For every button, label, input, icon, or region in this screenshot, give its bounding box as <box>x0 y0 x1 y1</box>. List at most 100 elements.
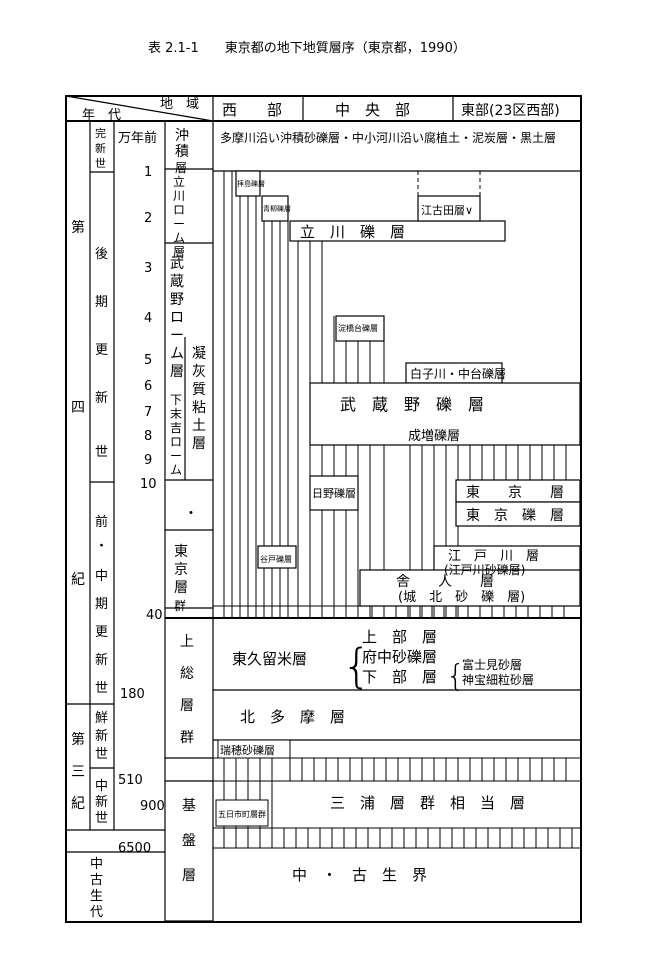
dashed-lines <box>417 171 481 196</box>
narimasu-gravel-label: 成増礫層 <box>408 428 460 444</box>
svg-text:下: 下 <box>170 393 182 407</box>
svg-text:沖: 沖 <box>175 128 189 144</box>
header-east: 東部(23区西部) <box>461 103 560 119</box>
svg-text:四: 四 <box>71 400 85 416</box>
table-frame <box>65 95 582 923</box>
svg-text:9: 9 <box>144 453 152 468</box>
bracket-left: { <box>342 639 371 693</box>
svg-text:180: 180 <box>120 687 145 702</box>
svg-text:ー: ー <box>170 449 182 463</box>
figure-title: 表 2.1-1 東京都の地下地質層序（東京都，1990） <box>148 40 466 56</box>
svg-text:世: 世 <box>95 157 106 170</box>
egota-layer-label: 江古田層∨ <box>421 204 473 217</box>
svg-text:灰: 灰 <box>192 364 206 380</box>
svg-text:層: 層 <box>173 245 185 259</box>
age-ticks: 1 2 3 4 5 6 7 8 9 10 40 180 510 900 6500 <box>118 165 165 856</box>
svg-text:更: 更 <box>95 625 108 640</box>
svg-text:層: 層 <box>180 698 194 714</box>
svg-text:世: 世 <box>95 747 108 762</box>
upper-label: 上 部 層 <box>362 628 437 646</box>
svg-text:凝: 凝 <box>192 346 206 362</box>
svg-text:新: 新 <box>95 141 106 155</box>
svg-text:世: 世 <box>95 445 108 460</box>
tick-row-1 <box>213 605 581 618</box>
svg-text:末: 末 <box>170 407 182 421</box>
svg-text:群: 群 <box>174 599 186 613</box>
svg-text:上: 上 <box>180 634 194 650</box>
svg-text:期: 期 <box>95 597 108 612</box>
svg-text:510: 510 <box>118 773 143 788</box>
header-central: 中 央 部 <box>335 101 410 119</box>
svg-text:紀: 紀 <box>71 796 85 812</box>
svg-text:川: 川 <box>173 189 185 203</box>
svg-text:立: 立 <box>173 174 185 189</box>
tokyo-gravel-label: 東 京 礫 層 <box>466 508 564 524</box>
svg-text:吉: 吉 <box>170 421 182 435</box>
itsukaichi-label: 五日市町層群 <box>218 809 266 819</box>
svg-text:40: 40 <box>146 608 163 623</box>
svg-text:6500: 6500 <box>118 841 151 856</box>
toneri-layer-label: 舎 人 層 <box>396 574 494 590</box>
early-mid-pleistocene-label: 前 <box>95 514 108 530</box>
quaternary-label: 第 <box>71 219 85 236</box>
miura-label: 三 浦 層 群 相 当 層 <box>330 794 525 812</box>
svg-text:武: 武 <box>170 256 184 272</box>
higashikurume-label: 東久留米層 <box>232 650 307 668</box>
svg-text:粘: 粘 <box>192 400 206 416</box>
svg-text:基: 基 <box>182 797 196 814</box>
kasen-gravel-label: 拝島礫層 <box>237 179 265 188</box>
svg-text:層: 層 <box>175 161 187 175</box>
svg-text:新: 新 <box>95 652 108 668</box>
svg-text:900: 900 <box>140 799 165 814</box>
layer-boxes <box>235 170 581 607</box>
svg-text:中: 中 <box>95 569 108 584</box>
svg-text:積: 積 <box>175 144 189 160</box>
mesozoic-label: 中 <box>90 857 103 872</box>
svg-text:ロ: ロ <box>173 203 185 217</box>
svg-text:総: 総 <box>180 666 194 682</box>
svg-text:・: ・ <box>95 539 108 554</box>
jindai-label: 神宝細粒砂層 <box>462 672 534 687</box>
svg-text:土: 土 <box>192 418 206 434</box>
header-west: 西 部 <box>222 101 282 119</box>
header-era: 年 代 <box>82 108 121 123</box>
svg-text:5: 5 <box>144 353 152 368</box>
svg-text:京: 京 <box>174 562 188 578</box>
svg-text:紀: 紀 <box>71 572 85 588</box>
svg-text:ム: ム <box>170 346 184 362</box>
tachikawa-gravel-label: 立 川 礫 層 <box>300 223 405 241</box>
svg-text:1: 1 <box>144 165 152 180</box>
svg-text:東: 東 <box>174 544 188 560</box>
svg-text:世: 世 <box>95 811 108 826</box>
svg-text:4: 4 <box>144 311 152 326</box>
svg-text:ロ: ロ <box>170 435 182 449</box>
kitatama-label: 北 多 摩 層 <box>240 708 345 726</box>
lower-label: 下 部 層 <box>362 668 437 686</box>
svg-text:層: 層 <box>170 364 184 380</box>
tama-gravel-label: 瑞穂砂礫層 <box>220 743 275 757</box>
svg-text:新: 新 <box>95 794 108 810</box>
fujimi-label: 富士見砂層 <box>462 657 522 672</box>
svg-text:盤: 盤 <box>182 833 196 849</box>
svg-text:三: 三 <box>71 764 85 780</box>
svg-text:ム: ム <box>173 231 185 245</box>
svg-text:ロ: ロ <box>170 310 184 326</box>
johoku-sand-label: (城 北 砂 礫 層) <box>398 589 525 605</box>
koyata-gravel-label: 谷戸礫層 <box>260 554 292 564</box>
header <box>65 95 581 921</box>
paleozoic-label: 中 ・ 古 生 界 <box>292 866 427 884</box>
tertiary-label: 第 <box>71 731 85 748</box>
tokyo-layer-label: 東 京 層 <box>466 485 564 501</box>
svg-text:野: 野 <box>170 292 184 308</box>
svg-text:期: 期 <box>95 295 108 310</box>
svg-text:質: 質 <box>192 382 206 398</box>
fuchu-label: 府中砂礫層 <box>362 648 437 666</box>
svg-text:古: 古 <box>90 873 103 888</box>
pliocene-label: 鮮 <box>95 711 108 726</box>
late-pleistocene-label: 後 <box>95 247 108 262</box>
svg-text:10: 10 <box>140 477 157 492</box>
hino-gravel-label: 日野礫層 <box>312 486 356 500</box>
svg-text:群: 群 <box>180 730 194 746</box>
